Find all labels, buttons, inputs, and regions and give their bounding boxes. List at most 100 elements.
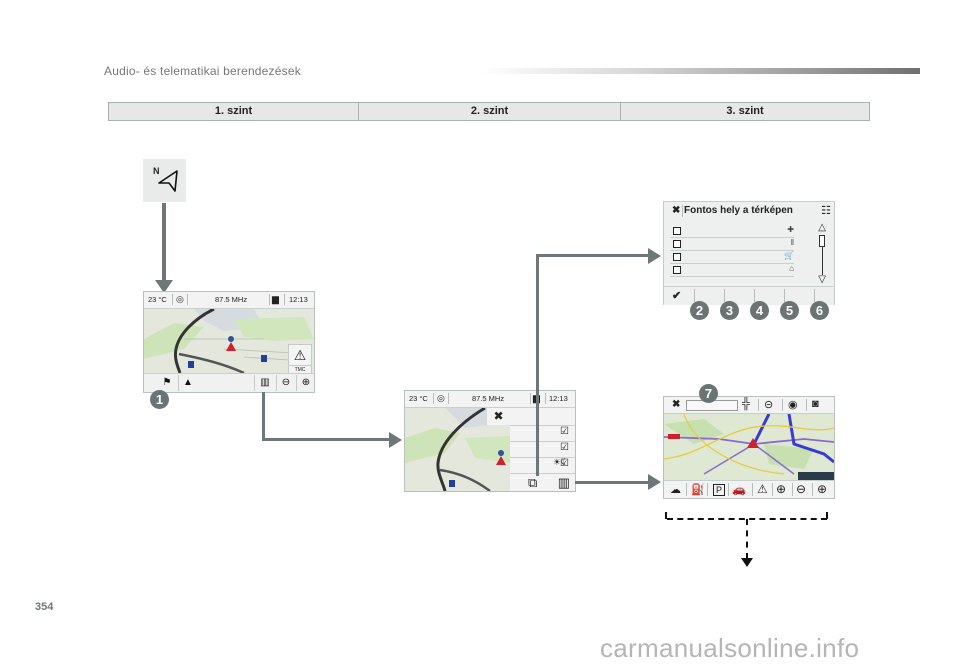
callout-badge-4: 4 xyxy=(750,301,769,320)
weather-icon[interactable]: ☁ xyxy=(670,484,681,496)
dashed-bracket-left xyxy=(665,512,667,519)
scrollbar-track[interactable] xyxy=(822,235,823,275)
flow-arrow-line xyxy=(575,481,651,484)
map-toolbar: ⚑ ▲ ▥ ⊖ ⊕ xyxy=(144,373,314,392)
day-night-icon[interactable]: ☀☾ xyxy=(552,457,569,467)
shopping-cart-icon: 🛒 xyxy=(784,251,794,260)
level-1-header: 1. szint xyxy=(109,103,359,120)
tmc-icon[interactable]: ◙ xyxy=(812,398,819,410)
poi-filter-icon[interactable]: ⧉ xyxy=(528,475,538,490)
navigation-arrow-icon xyxy=(158,170,178,192)
temperature: 23 °C xyxy=(409,394,428,403)
media-icon[interactable]: ▆ xyxy=(272,294,279,304)
checkbox-checked-icon: ☑ xyxy=(560,426,569,437)
poi-row[interactable]: ⌂ xyxy=(670,264,794,277)
callout-badge-6: 6 xyxy=(810,301,829,320)
map-top-toolbar: ✖ ╬ ⊝ ◉ ◙ xyxy=(664,397,834,414)
poi-row[interactable]: 🛒 xyxy=(670,251,794,264)
radio-icon[interactable]: ◎ xyxy=(176,294,184,304)
zoom-in-icon[interactable]: ⊕ xyxy=(817,482,828,496)
clock: 12:13 xyxy=(289,295,308,304)
map-view-icon[interactable]: ▥ xyxy=(557,475,570,490)
panel-title: Fontos hely a térképen xyxy=(684,205,793,216)
dashed-arrow-head xyxy=(741,558,753,567)
header-gradient-bar xyxy=(480,68,920,74)
flow-arrow-head xyxy=(648,474,661,490)
page-number: 354 xyxy=(35,601,54,613)
fuel-icon[interactable]: ⛽ xyxy=(691,484,705,496)
map-options-menu: ☑ ☑ ☑ xyxy=(510,408,575,473)
level-3-header: 3. szint xyxy=(726,105,764,117)
building-icon: ⌂ xyxy=(789,264,794,273)
checkbox[interactable] xyxy=(673,253,681,261)
checkbox[interactable] xyxy=(673,227,681,235)
close-menu-button[interactable]: ✖ xyxy=(487,408,510,425)
section-title: Audio- és telematikai berendezések xyxy=(104,64,301,78)
zoom-in-icon[interactable]: ⊕ xyxy=(296,375,314,391)
checkbox-checked-icon: ☑ xyxy=(560,442,569,453)
flow-arrow-head xyxy=(389,432,402,448)
warning-button[interactable]: ⚠ xyxy=(288,344,312,366)
dashed-bracket-right xyxy=(826,512,828,519)
checkbox-checked-icon: ☑ xyxy=(560,458,569,469)
flow-arrow-line xyxy=(536,254,650,257)
flow-arrow-line xyxy=(262,438,392,441)
levels-header-table: 1. szint 2. szint 3. szint xyxy=(108,102,870,121)
checkbox[interactable] xyxy=(673,266,681,274)
status-bar: 23 °C ◎ 87.5 MHz ▆ 12:13 xyxy=(144,292,314,309)
map-view[interactable] xyxy=(664,413,834,480)
map-view[interactable] xyxy=(144,307,314,375)
add-icon[interactable]: ⊕ xyxy=(776,482,787,496)
road-icon[interactable]: ╬ xyxy=(742,398,750,410)
north-arrow-button[interactable]: ▲ xyxy=(178,375,197,391)
frequency: 87.5 MHz xyxy=(472,394,505,403)
parking-icon[interactable]: P xyxy=(713,484,726,496)
watermark: carmanualsonline.info xyxy=(600,633,860,663)
close-icon: ✖ xyxy=(493,409,504,423)
car-service-icon[interactable]: 🚗 xyxy=(732,484,746,496)
level-2-header: 2. szint xyxy=(359,103,621,120)
map-bottom-toolbar: ☁ ⛽ P 🚗 ⚠ ⊕ ⊖ ⊕ xyxy=(664,480,834,498)
callout-badge-5: 5 xyxy=(780,301,799,320)
scrollbar-thumb[interactable] xyxy=(819,235,825,247)
navigation-button[interactable]: N xyxy=(143,159,186,202)
temperature: 23 °C xyxy=(148,295,167,304)
scroll-up-icon[interactable]: △ xyxy=(818,222,826,233)
checkbox[interactable] xyxy=(673,240,681,248)
warning-icon[interactable]: ⚠ xyxy=(757,482,768,496)
medical-cross-icon: ✚ xyxy=(787,225,794,234)
poi-row[interactable]: ✚ xyxy=(670,225,794,238)
flow-arrow-head xyxy=(648,248,661,264)
clock: 12:13 xyxy=(549,394,568,403)
poi-row[interactable]: ǁ xyxy=(670,238,794,251)
scroll-down-icon[interactable]: ▽ xyxy=(818,274,826,285)
select-all-icon[interactable]: ☷ xyxy=(821,205,831,217)
flow-arrow-line xyxy=(162,203,166,283)
flow-arrow-line xyxy=(262,392,265,440)
frequency: 87.5 MHz xyxy=(215,295,248,304)
map-settings-icon[interactable]: ▥ xyxy=(254,375,275,391)
menu-option-2[interactable]: ☑ xyxy=(510,441,575,458)
status-bar: 23 °C ◎ 87.5 MHz ▆ 12:13 xyxy=(405,391,575,408)
radio-icon[interactable]: ◎ xyxy=(437,393,445,403)
flow-arrow-line xyxy=(536,254,539,476)
menu-option-3[interactable]: ☑ xyxy=(510,457,575,474)
flow-arrow-head xyxy=(155,280,173,293)
map-screen-level3: ✖ ╬ ⊝ ◉ ◙ ☁ ⛽ P 🚗 xyxy=(663,396,835,499)
zoom-out-icon[interactable]: ⊖ xyxy=(796,482,807,496)
menu-option-1[interactable]: ☑ xyxy=(510,425,575,442)
zoom-out-icon[interactable]: ⊖ xyxy=(276,375,295,391)
close-icon[interactable]: ✖ xyxy=(672,399,681,410)
confirm-icon[interactable]: ✔ xyxy=(672,290,682,302)
callout-badge-2: 2 xyxy=(690,301,709,320)
checkered-flag-icon[interactable]: ⚑ xyxy=(162,377,172,388)
navigate-icon[interactable]: ◉ xyxy=(788,399,798,411)
dashed-arrow-line xyxy=(746,519,748,559)
close-icon[interactable]: ✖ xyxy=(672,205,681,216)
map-screen-level1: 23 °C ◎ 87.5 MHz ▆ 12:13 ⚠ TMC ⚑ ▲ ▥ ⊖ ⊕ xyxy=(143,291,315,393)
callout-badge-7: 7 xyxy=(699,384,718,403)
tmc-label: TMC xyxy=(294,367,306,373)
rotate-icon[interactable]: ⊝ xyxy=(764,399,774,411)
north-label: N xyxy=(153,166,160,176)
poi-on-map-panel: ✖ Fontos hely a térképen ☷ ✚ ǁ 🛒 ⌂ △ ▽ ✔ xyxy=(663,201,835,305)
